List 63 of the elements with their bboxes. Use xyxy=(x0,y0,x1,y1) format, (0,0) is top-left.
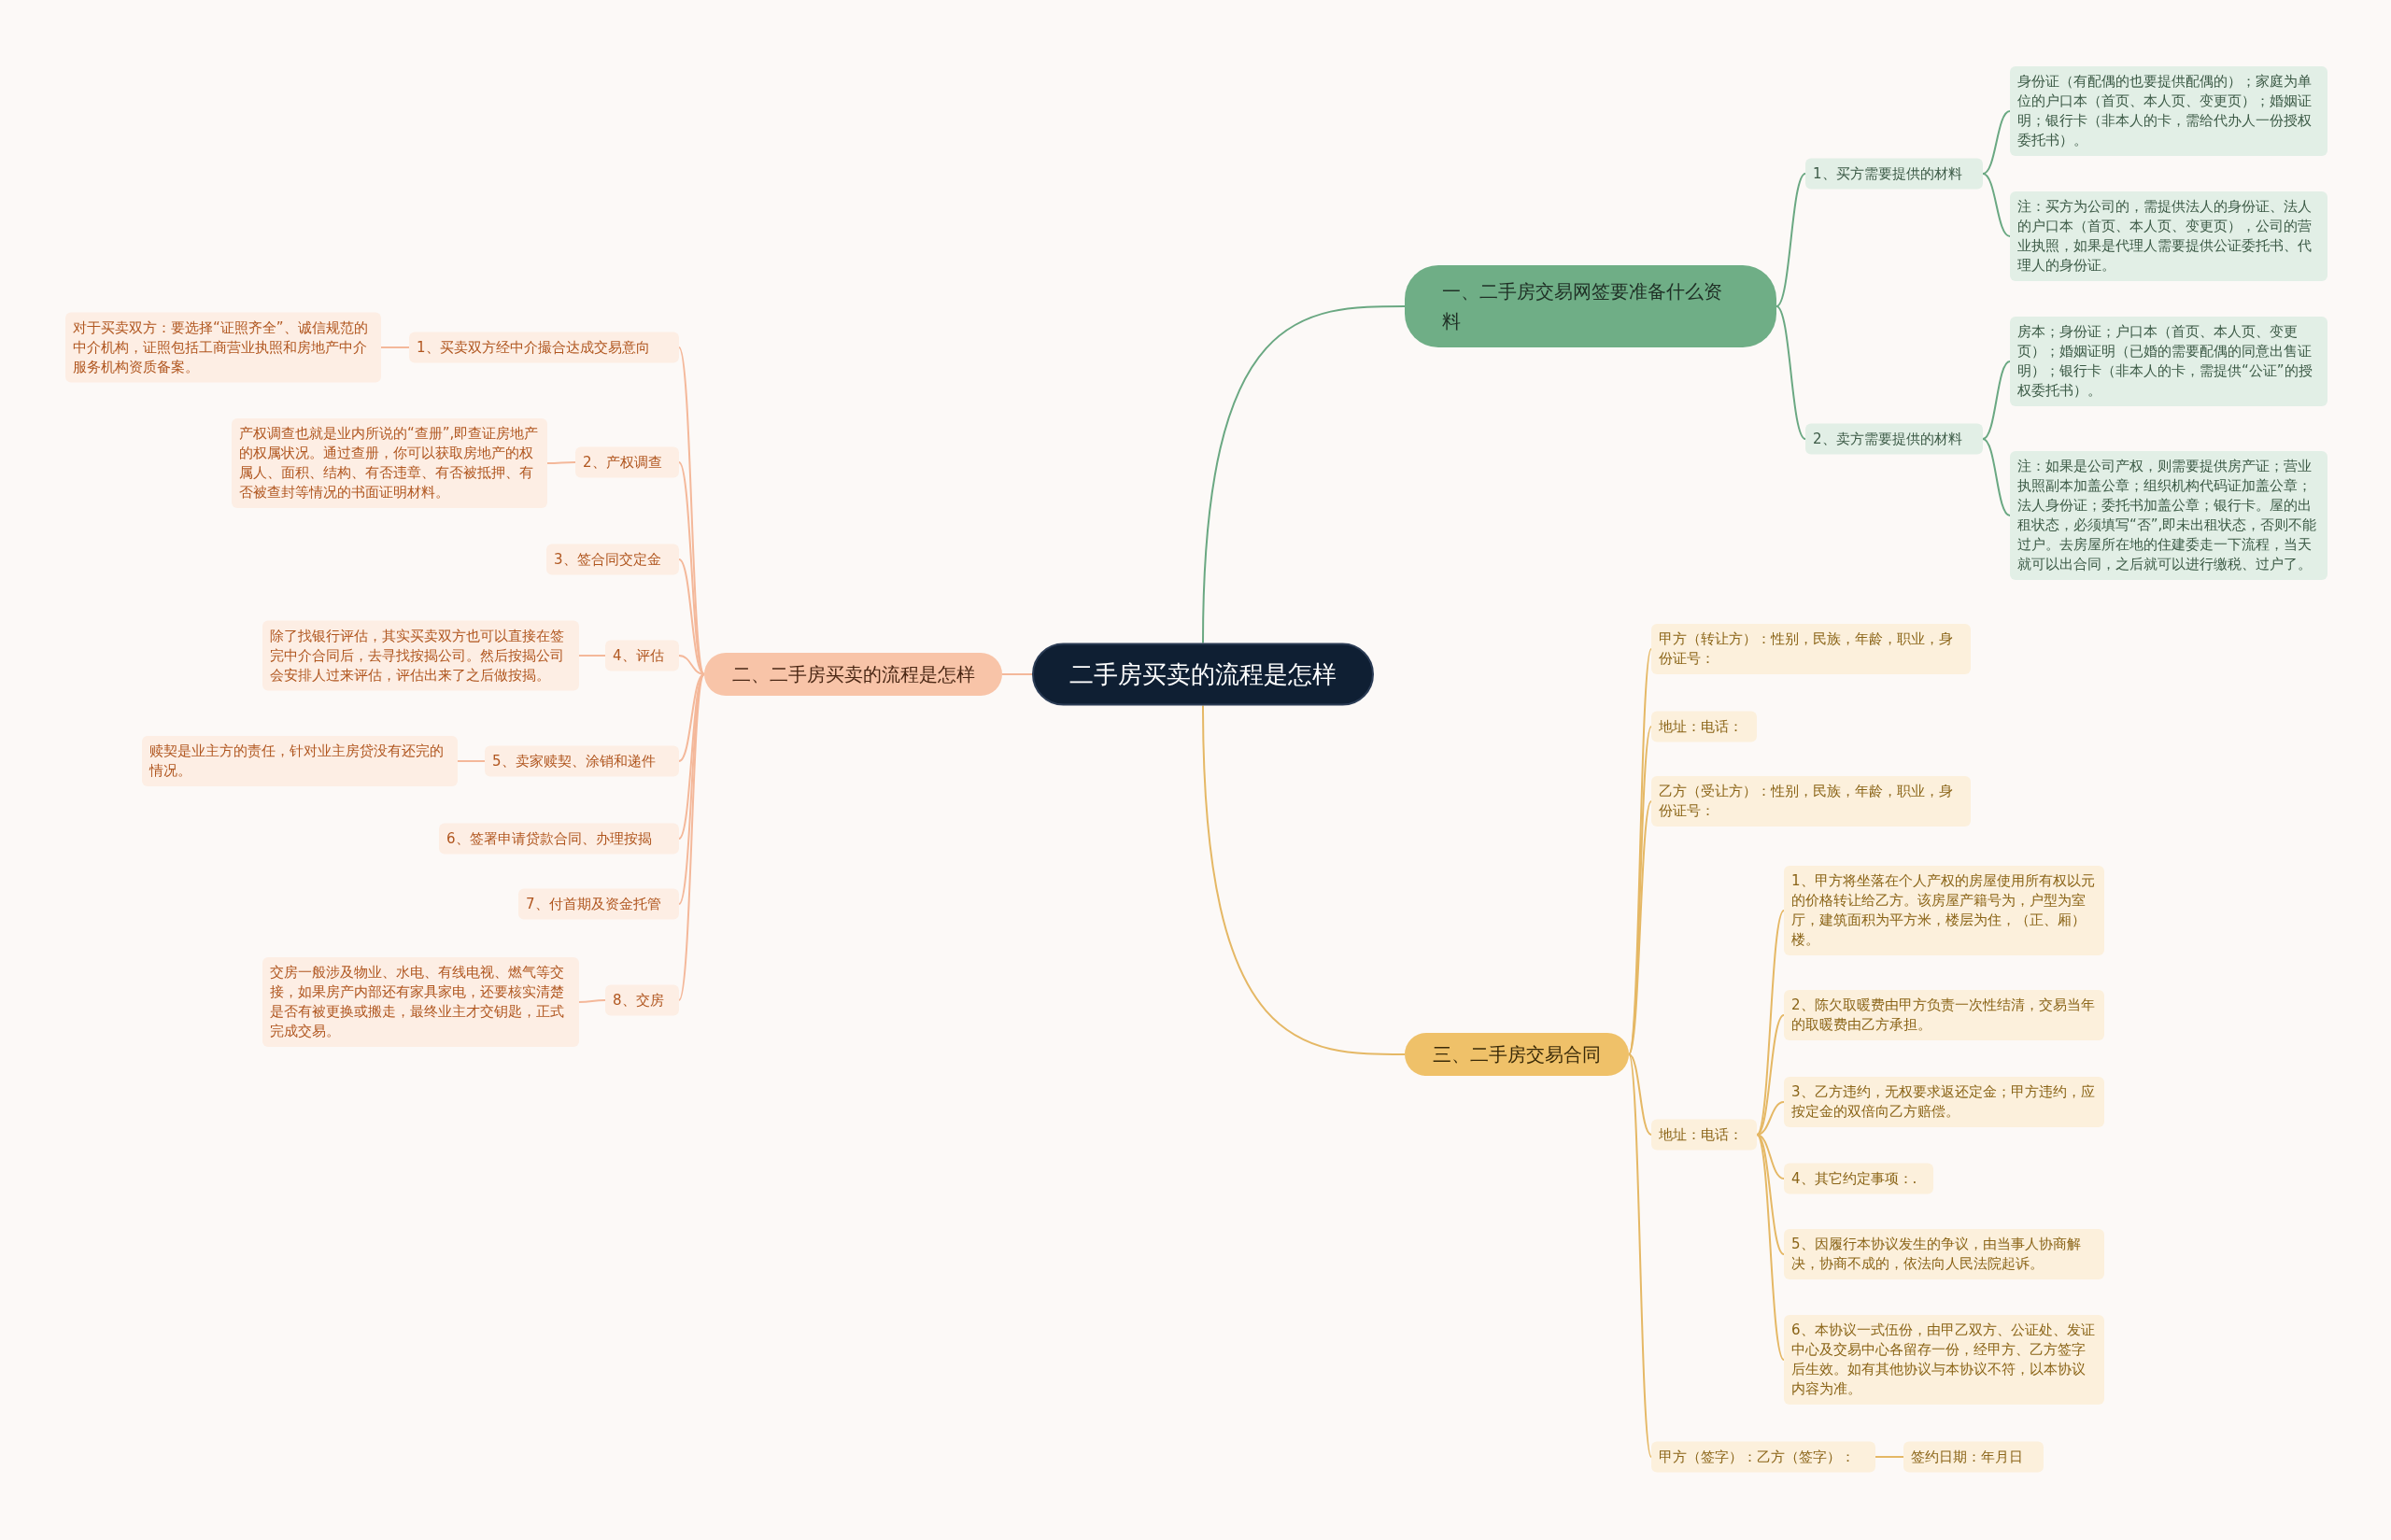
connector-line xyxy=(678,558,705,675)
topic-card: 7、付首期及资金托管 xyxy=(518,888,679,920)
topic-card: 4、评估 xyxy=(605,640,679,671)
topic-card: 房本；身份证；户口本（首页、本人页、变更页）；婚姻证明（已婚的需要配偶的同意出售证明）；银行卡（非本人的卡，需提供“公证”的授权委托书）。 xyxy=(2010,317,2327,406)
connector-line xyxy=(1756,910,1785,1136)
connector-line xyxy=(380,346,410,348)
topic-card: 6、签署申请贷款合同、办理按揭 xyxy=(439,823,679,855)
connector-line xyxy=(1628,800,1652,1055)
topic-card: 2、卖方需要提供的材料 xyxy=(1805,423,1983,455)
connector-line xyxy=(578,999,606,1003)
connector-line xyxy=(678,655,705,675)
connector-line xyxy=(1982,360,2011,440)
connector-line xyxy=(678,673,705,762)
connector-line xyxy=(1982,438,2011,516)
connector-line xyxy=(457,760,486,762)
connector-line xyxy=(1628,1053,1652,1136)
central-topic: 二手房买卖的流程是怎样 xyxy=(1032,643,1374,706)
topic-card: 产权调查也就是业内所说的“查册”,即查证房地产的权属状况。通过查册，你可以获取房地产的权属人、面积、结构、有否违章、有否被抵押、有否被查封等情况的书面证明材料。 xyxy=(232,418,547,508)
topic-card: 签约日期：年月日 xyxy=(1903,1441,2044,1473)
topic-card: 地址：电话： xyxy=(1651,711,1757,742)
connector-line xyxy=(1776,173,1806,307)
topic-card: 甲方（转让方）：性别，民族，年龄，职业，身份证号： xyxy=(1651,624,1971,674)
topic-card: 交房一般涉及物业、水电、有线电视、燃气等交接，如果房产内部还有家具家电，还要核实清楚是否有被更换或搬走，最终业主才交钥匙，正式完成交易。 xyxy=(262,957,579,1047)
connector-line xyxy=(1756,1014,1785,1136)
topic-card: 甲方（签字）：乙方（签字）： xyxy=(1651,1441,1875,1473)
branch-topic: 一、二手房交易网签要准备什么资料 xyxy=(1405,265,1776,347)
topic-card: 1、买方需要提供的材料 xyxy=(1805,158,1983,190)
topic-card: 3、签合同交定金 xyxy=(546,544,679,575)
topic-card: 5、卖家赎契、涂销和递件 xyxy=(485,745,679,777)
connector-line xyxy=(1628,726,1652,1055)
connector-line xyxy=(678,673,705,1001)
connector-line xyxy=(1776,305,1806,440)
topic-card: 2、产权调查 xyxy=(575,446,679,478)
topic-card: 地址：电话： xyxy=(1651,1119,1757,1151)
connector-line xyxy=(1756,1134,1785,1361)
connector-line xyxy=(1982,110,2011,175)
topic-card: 赎契是业主方的责任，针对业主房贷没有还完的情况。 xyxy=(142,736,458,786)
connector-line xyxy=(578,655,606,657)
topic-card: 注：如果是公司产权，则需要提供房产证；营业执照副本加盖公章；组织机构代码证加盖公章；法人身份证；委托书加盖公章；银行卡。屋的出租状态，必须填写“否”,即未出租状态，否则不能过户。去房屋所在地的住建委走一下流程，当天就可以出合同，之后就可以进行缴税、过户了。 xyxy=(2010,451,2327,580)
branch-topic: 二、二手房买卖的流程是怎样 xyxy=(704,653,1002,696)
connector-line xyxy=(546,461,576,464)
topic-card: 除了找银行评估，其实买卖双方也可以直接在签完中介合同后，去寻找按揭公司。然后按揭公司会安排人过来评估，评估出来了之后做按揭。 xyxy=(262,620,579,691)
connector-line xyxy=(1756,1101,1785,1136)
connector-line xyxy=(1202,704,1406,1055)
topic-card: 1、买卖双方经中介撮合达成交易意向 xyxy=(409,332,679,363)
topic-card: 3、乙方违约，无权要求返还定金；甲方违约，应按定金的双倍向乙方赔偿。 xyxy=(1784,1077,2104,1127)
connector-line xyxy=(1756,1134,1785,1255)
connector-line xyxy=(1001,673,1033,675)
topic-card: 注：买方为公司的，需提供法人的身份证、法人的户口本（首页、本人页、变更页），公司的营业执照，如果是代理人需要提供公证委托书、代理人的身份证。 xyxy=(2010,191,2327,281)
branch-topic: 三、二手房交易合同 xyxy=(1405,1033,1629,1076)
connector-line xyxy=(1982,173,2011,237)
topic-card: 对于买卖双方：要选择“证照齐全”、诚信规范的中介机构，证照包括工商营业执照和房地产中介服务机构资质备案。 xyxy=(65,312,381,383)
topic-card: 6、本协议一式伍份，由甲乙双方、公证处、发证中心及交易中心各留存一份，经甲方、乙方签字后生效。如有其他协议与本协议不符，以本协议内容为准。 xyxy=(1784,1315,2104,1405)
topic-card: 2、陈欠取暖费由甲方负责一次性结清，交易当年的取暖费由乙方承担。 xyxy=(1784,990,2104,1040)
connector-line xyxy=(1875,1456,1904,1458)
topic-card: 4、其它约定事项：. xyxy=(1784,1163,1933,1194)
topic-card: 乙方（受让方）：性别，民族，年龄，职业，身份证号： xyxy=(1651,776,1971,827)
connector-line xyxy=(1202,305,1406,644)
connector-line xyxy=(1756,1134,1785,1180)
topic-card: 8、交房 xyxy=(605,984,679,1016)
topic-card: 5、因履行本协议发生的争议，由当事人协商解决，协商不成的，依法向人民法院起诉。 xyxy=(1784,1229,2104,1279)
topic-card: 1、甲方将坐落在个人产权的房屋使用所有权以元的价格转让给乙方。该房屋产籍号为，户型为室厅，建筑面积为平方米，楼层为住，（正、厢）楼。 xyxy=(1784,866,2104,955)
topic-card: 身份证（有配偶的也要提供配偶的）；家庭为单位的户口本（首页、本人页、变更页）；婚姻证明；银行卡（非本人的卡，需给代办人一份授权委托书）。 xyxy=(2010,66,2327,156)
